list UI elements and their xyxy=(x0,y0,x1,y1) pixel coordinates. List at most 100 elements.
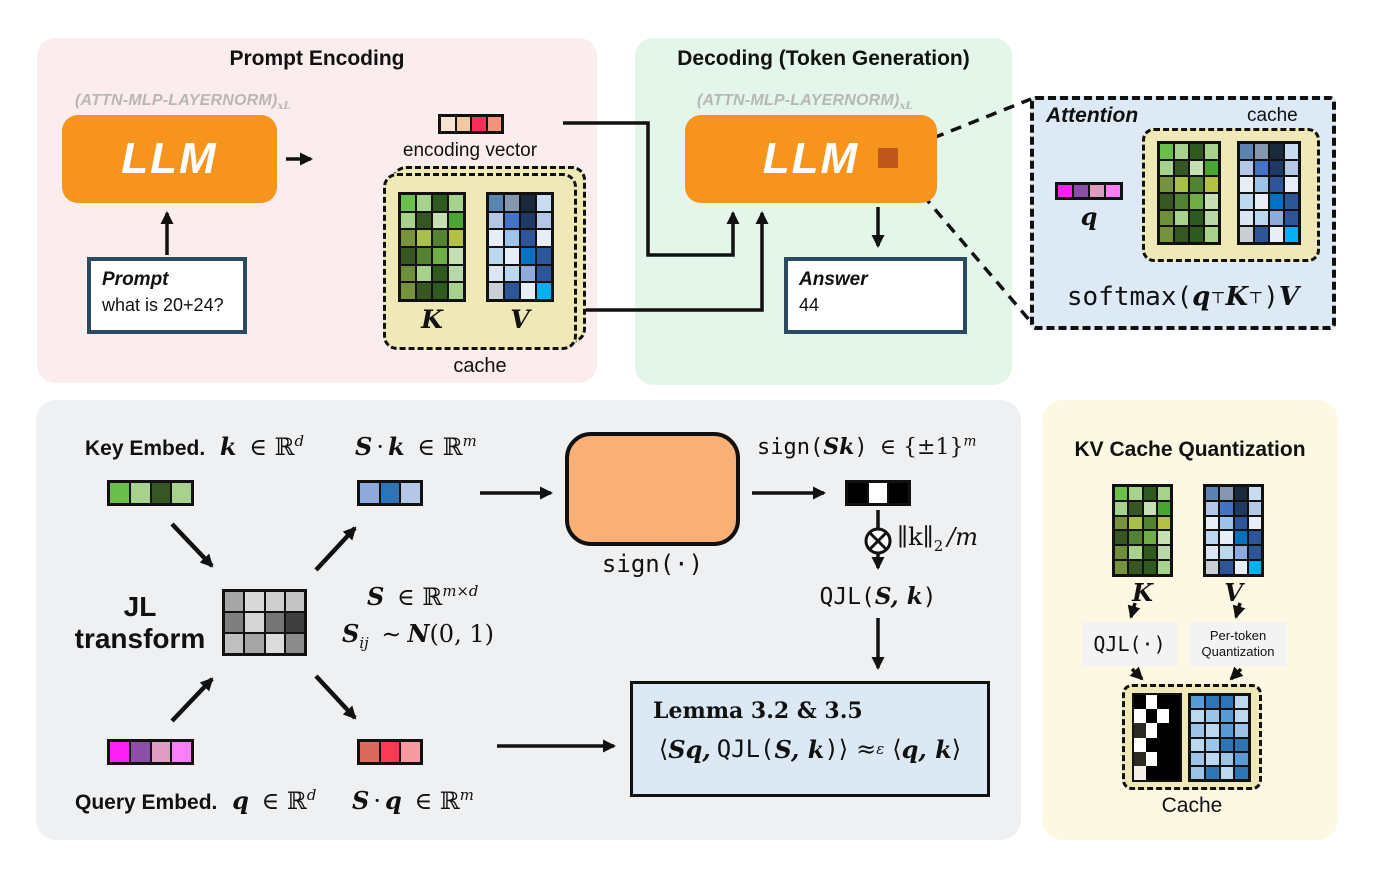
matrix-cell xyxy=(536,246,552,265)
matrix-cell xyxy=(264,591,285,612)
matrix-cell xyxy=(1157,723,1169,738)
answer-box-title: Answer xyxy=(799,269,868,290)
matrix-cell xyxy=(1247,530,1262,546)
encoding-vector-label: encoding vector xyxy=(402,139,538,161)
matrix-cell xyxy=(1142,515,1157,531)
matrix-cell xyxy=(109,741,130,763)
matrix-cell xyxy=(1156,486,1171,501)
matrix-cell xyxy=(448,246,464,265)
matrix-cell xyxy=(1168,709,1180,724)
matrix-cell xyxy=(432,246,448,265)
matrix-cell xyxy=(1234,695,1249,710)
matrix-cell xyxy=(150,741,172,763)
matrix-cell xyxy=(1128,545,1143,561)
matrix-cell xyxy=(536,194,552,212)
norm-scale-label: ∥k∥2/m xyxy=(897,523,979,555)
quantized-cache-label: Cache xyxy=(1161,794,1223,817)
quantized-v-matrix xyxy=(1188,693,1251,782)
matrix-cell xyxy=(1159,159,1174,177)
matrix-cell xyxy=(1219,530,1234,546)
matrix-cell xyxy=(488,282,504,300)
matrix-cell xyxy=(1233,486,1248,501)
kv-quant-title: KV Cache Quantization xyxy=(1074,437,1306,461)
matrix-cell xyxy=(1134,737,1146,752)
matrix-cell xyxy=(488,264,504,283)
encoder-cache-v-matrix xyxy=(486,192,554,302)
matrix-cell xyxy=(1239,192,1254,210)
matrix-cell xyxy=(1114,486,1129,501)
encoder-layer-stack-label: (ATTN-MLP-LAYERNORM)xL xyxy=(75,92,291,113)
matrix-cell xyxy=(1142,500,1157,516)
matrix-cell xyxy=(1219,765,1235,780)
matrix-cell xyxy=(416,211,432,230)
matrix-cell xyxy=(379,741,401,763)
attention-k-matrix xyxy=(1157,141,1221,245)
matrix-cell xyxy=(471,116,487,132)
matrix-cell xyxy=(1234,723,1249,738)
matrix-cell xyxy=(1254,159,1269,177)
matrix-cell xyxy=(1089,184,1105,198)
sq-row: S·q ∈ ℝm xyxy=(352,786,474,815)
matrix-cell xyxy=(1114,500,1129,516)
matrix-cell xyxy=(129,741,151,763)
matrix-cell xyxy=(504,229,520,247)
matrix-cell xyxy=(1174,143,1189,160)
matrix-cell xyxy=(1190,695,1205,710)
matrix-cell xyxy=(1114,515,1129,531)
matrix-cell xyxy=(1284,159,1299,177)
encoding-vector xyxy=(438,114,504,134)
matrix-cell xyxy=(1219,751,1235,766)
matrix-cell xyxy=(432,264,448,283)
matrix-cell xyxy=(1247,560,1262,575)
matrix-cell xyxy=(1105,184,1121,198)
matrix-cell xyxy=(1205,500,1220,516)
matrix-cell xyxy=(1145,765,1157,780)
matrix-cell xyxy=(448,194,464,212)
matrix-cell xyxy=(1145,695,1157,710)
matrix-cell xyxy=(1189,159,1204,177)
matrix-cell xyxy=(1239,209,1254,227)
attention-title: Attention xyxy=(1046,104,1139,127)
matrix-cell xyxy=(1233,545,1248,561)
matrix-cell xyxy=(1159,209,1174,227)
matrix-cell xyxy=(1254,143,1269,160)
matrix-cell xyxy=(1269,143,1284,160)
matrix-cell xyxy=(400,741,421,763)
matrix-cell xyxy=(379,482,401,504)
matrix-cell xyxy=(1157,709,1169,724)
matrix-cell xyxy=(432,211,448,230)
matrix-cell xyxy=(504,246,520,265)
matrix-cell xyxy=(1269,176,1284,193)
matrix-cell xyxy=(1145,709,1157,724)
matrix-cell xyxy=(1189,176,1204,193)
matrix-cell xyxy=(520,194,536,212)
matrix-cell xyxy=(488,211,504,230)
matrix-cell xyxy=(1254,209,1269,227)
kv-k-matrix xyxy=(1112,484,1173,577)
matrix-cell xyxy=(1142,486,1157,501)
lemma-title: Lemma 3.2 & 3.5 xyxy=(653,698,863,724)
matrix-cell xyxy=(1234,737,1249,752)
matrix-cell xyxy=(536,211,552,230)
matrix-cell xyxy=(1205,530,1220,546)
matrix-cell xyxy=(400,264,416,283)
attention-cache-label: cache xyxy=(1247,105,1298,126)
matrix-cell xyxy=(1057,184,1073,198)
matrix-cell xyxy=(400,211,416,230)
matrix-cell xyxy=(1254,192,1269,210)
matrix-cell xyxy=(1204,695,1220,710)
matrix-cell xyxy=(1239,143,1254,160)
matrix-cell xyxy=(1159,192,1174,210)
answer-box-text: 44 xyxy=(799,294,820,315)
matrix-cell xyxy=(1134,709,1146,724)
matrix-cell xyxy=(1239,176,1254,193)
matrix-cell xyxy=(1284,209,1299,227)
prompt-box-text: what is 20+24? xyxy=(102,294,224,315)
matrix-cell xyxy=(400,246,416,265)
sign-function-box xyxy=(565,432,740,546)
attention-token-square xyxy=(878,148,898,168)
matrix-cell xyxy=(171,482,192,504)
matrix-cell xyxy=(1205,486,1220,501)
prompt-box-title: Prompt xyxy=(102,269,169,290)
